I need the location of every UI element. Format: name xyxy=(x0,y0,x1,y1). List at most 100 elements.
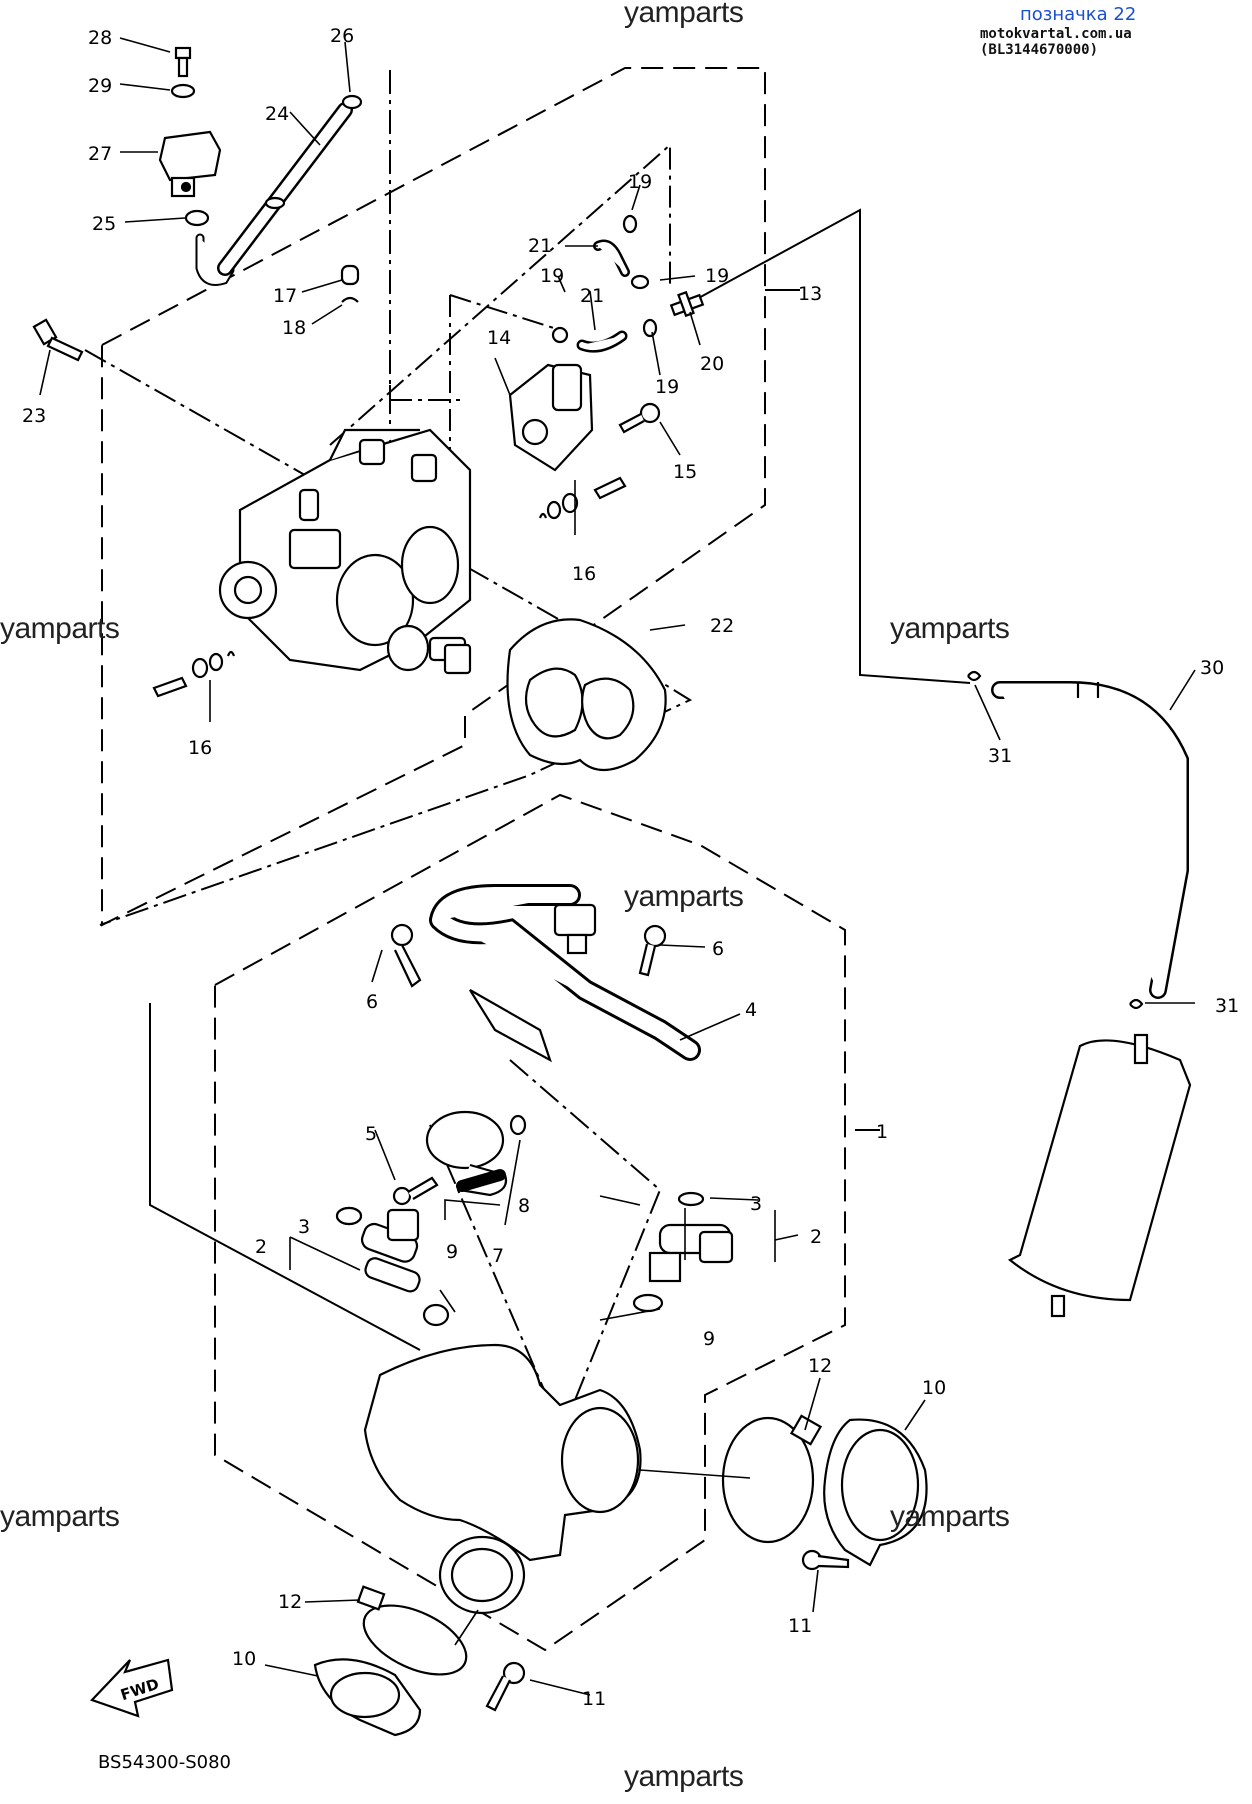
callout-28: 28 xyxy=(88,27,112,49)
callout-3b: 3 xyxy=(750,1193,762,1215)
gasket-22-icon xyxy=(506,618,667,771)
callout-18: 18 xyxy=(282,317,306,339)
callout-25: 25 xyxy=(92,213,116,235)
sensor-14-icon xyxy=(508,363,594,472)
canister-icon xyxy=(1007,1033,1192,1318)
callout-1: 1 xyxy=(876,1121,888,1143)
hose-13-route xyxy=(694,208,971,684)
callout-4: 4 xyxy=(745,999,757,1021)
injector-2-right-icon xyxy=(648,1191,734,1283)
callout-14: 14 xyxy=(487,327,511,349)
watermark: yamparts xyxy=(0,612,120,645)
clamp-12-right-icon xyxy=(721,1414,823,1544)
fwd-arrow-icon xyxy=(90,1658,174,1718)
bolt-6-right-icon xyxy=(638,924,667,977)
bolt-23-icon xyxy=(32,318,84,362)
callout-23: 23 xyxy=(22,405,46,427)
callout-10b: 10 xyxy=(232,1648,256,1670)
clip-25-icon xyxy=(184,209,210,227)
watermark: yamparts xyxy=(0,1500,120,1533)
callout-20: 20 xyxy=(700,353,724,375)
callout-5: 5 xyxy=(365,1123,377,1145)
watermark: yamparts xyxy=(890,612,1010,645)
screw-15-icon xyxy=(618,402,661,434)
spring-set-16-lower-icon xyxy=(152,650,236,698)
callout-19a: 19 xyxy=(628,171,652,193)
clamp-12-left-icon xyxy=(356,1585,468,1676)
callout-6a: 6 xyxy=(712,938,724,960)
bolt-28-icon xyxy=(174,46,192,78)
hose-8-icon xyxy=(456,1169,506,1192)
watermark: yamparts xyxy=(624,0,744,29)
frame-throttle-body xyxy=(101,67,766,927)
callout-16b: 16 xyxy=(188,737,212,759)
watermark: yamparts xyxy=(624,1760,744,1793)
callout-12b: 12 xyxy=(278,1591,302,1613)
washer-29-icon xyxy=(170,83,196,99)
idle-valve-icon xyxy=(386,624,472,675)
bolt-11-right-icon xyxy=(801,1549,850,1571)
callout-24: 24 xyxy=(265,103,289,125)
callout-22: 22 xyxy=(710,615,734,637)
o-ring-9-left-icon xyxy=(422,1303,450,1327)
clip-31b-icon xyxy=(1129,998,1144,1010)
spring-set-16-upper-icon xyxy=(538,476,627,520)
callout-12a: 12 xyxy=(808,1355,832,1377)
frame-intake xyxy=(214,793,846,1652)
callout-8: 8 xyxy=(518,1195,530,1217)
callout-9b: 9 xyxy=(703,1328,715,1350)
watermark: yamparts xyxy=(890,1500,1010,1533)
callout-labels: 28 29 27 25 26 24 17 18 23 14 19 21 19 2… xyxy=(22,25,1239,1710)
clip-19d-icon xyxy=(642,318,658,338)
callout-11b: 11 xyxy=(582,1688,606,1710)
callout-17: 17 xyxy=(273,285,297,307)
callout-19d: 19 xyxy=(655,376,679,398)
callout-13: 13 xyxy=(798,283,822,305)
callout-31b: 31 xyxy=(1215,995,1239,1017)
callout-16a: 16 xyxy=(572,563,596,585)
marker-link[interactable]: позначка 22 xyxy=(1020,4,1137,25)
intake-manifold-icon xyxy=(363,1343,642,1615)
callout-6b: 6 xyxy=(366,991,378,1013)
clip-26-icon xyxy=(341,94,363,110)
o-ring-3-left-icon xyxy=(335,1206,363,1226)
callout-10a: 10 xyxy=(922,1377,946,1399)
callout-7: 7 xyxy=(492,1245,504,1267)
clip-19c-icon xyxy=(551,326,569,344)
clip-31a-icon xyxy=(967,670,982,682)
diagram-code: BS54300-S080 xyxy=(98,1752,231,1773)
clip-18-icon xyxy=(341,296,359,303)
throttle-body-icon xyxy=(218,428,472,675)
callout-30: 30 xyxy=(1200,657,1224,679)
joint-10-right-icon xyxy=(823,1418,928,1567)
callout-2a: 2 xyxy=(255,1236,267,1258)
frame-sensor-group xyxy=(329,142,671,446)
callout-31a: 31 xyxy=(988,745,1012,767)
callout-27: 27 xyxy=(88,143,112,165)
cap-17-icon xyxy=(340,264,360,286)
callout-19c: 19 xyxy=(705,265,729,287)
bolt-5-icon xyxy=(392,1176,439,1206)
callout-15: 15 xyxy=(673,461,697,483)
pressure-sensor-27-icon xyxy=(158,130,222,198)
callout-3a: 3 xyxy=(298,1216,310,1238)
callout-9a: 9 xyxy=(446,1241,458,1263)
fitting-20-icon xyxy=(669,290,705,318)
callout-21b: 21 xyxy=(580,285,604,307)
clip-19b-icon xyxy=(630,274,650,290)
source-reference: motokvartal.com.ua (BL3144670000) xyxy=(980,26,1132,58)
callout-19b: 19 xyxy=(540,265,564,287)
clip-19a-icon xyxy=(622,214,638,234)
callout-11a: 11 xyxy=(788,1615,812,1637)
bolt-6-left-icon xyxy=(390,923,422,988)
callout-21a: 21 xyxy=(528,235,552,257)
joint-10-left-icon xyxy=(313,1658,422,1737)
watermark: yamparts xyxy=(624,880,744,913)
callout-29: 29 xyxy=(88,75,112,97)
callout-26: 26 xyxy=(330,25,354,47)
fuel-rail-4-icon xyxy=(429,884,701,1063)
bolt-11-left-icon xyxy=(485,1661,526,1712)
callout-2b: 2 xyxy=(810,1226,822,1248)
